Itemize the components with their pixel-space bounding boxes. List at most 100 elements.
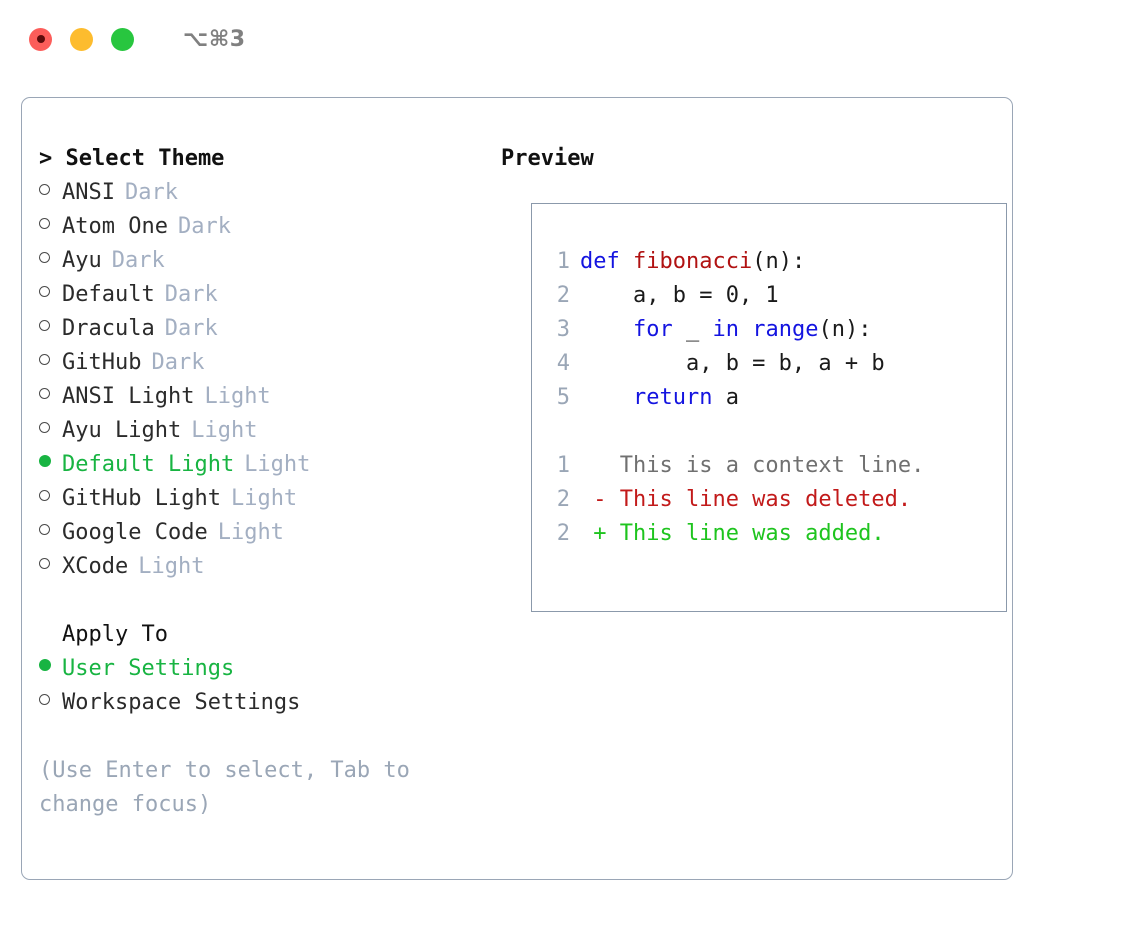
close-button[interactable] [29, 27, 52, 51]
line-number: 2 [556, 521, 570, 546]
theme-option-row[interactable]: Default Light Light [39, 448, 479, 482]
radio-unselected-icon [39, 516, 62, 550]
code-text: def fibonacci(n): [580, 245, 805, 279]
theme-option-label: Dracula [62, 316, 155, 341]
diff-line: 2 + This line was added. [544, 517, 994, 551]
code-token: return [632, 385, 713, 410]
radio-selected-icon [39, 652, 62, 686]
radio-unselected-icon [39, 278, 62, 312]
radio-unselected-icon [39, 482, 62, 516]
theme-option-label: Google Code [62, 520, 208, 545]
radio-ring [39, 490, 50, 501]
radio-unselected-icon [39, 210, 62, 244]
diff-text: - This line was deleted. [580, 487, 912, 512]
code-text: for _ in range(n): [580, 313, 871, 347]
radio-unselected-icon [39, 414, 62, 448]
line-number: 4 [556, 351, 570, 376]
theme-option-row[interactable]: Default Dark [39, 278, 479, 312]
code-token: a, b = 0, 1 [580, 283, 779, 308]
theme-option-label: GitHub Light [62, 486, 221, 511]
theme-option-row[interactable]: GitHub Light Light [39, 482, 479, 516]
theme-option-tag: Dark [124, 180, 178, 205]
radio-ring [39, 184, 50, 195]
radio-ring [39, 354, 50, 365]
theme-option-tag: Light [230, 486, 298, 511]
minimize-button[interactable] [70, 27, 93, 51]
radio-ring [39, 252, 50, 263]
theme-option-tag: Dark [164, 316, 218, 341]
list-spacer [39, 584, 479, 618]
theme-option-label: Default Light [62, 452, 235, 477]
diff-text: + This line was added. [580, 521, 885, 546]
code-token: for [632, 317, 673, 342]
apply-to-option-row[interactable]: User Settings [39, 652, 479, 686]
code-token: a, b = b, a + b [580, 351, 885, 376]
diff-line: 2 - This line was deleted. [544, 483, 994, 517]
keyboard-hint: (Use Enter to select, Tab to change focu… [39, 758, 424, 817]
theme-option-tag: Light [204, 384, 271, 409]
apply-to-option-label: Workspace Settings [62, 690, 301, 715]
theme-option-row[interactable]: Dracula Dark [39, 312, 479, 346]
preview-header: Preview [501, 146, 594, 171]
radio-selected-icon [39, 448, 62, 482]
radio-unselected-icon [39, 244, 62, 278]
code-token: def [580, 249, 633, 274]
apply-to-option-row[interactable]: Workspace Settings [39, 686, 479, 720]
code-line: 2 a, b = 0, 1 [544, 279, 994, 313]
radio-unselected-icon [39, 550, 62, 584]
diff-line: 1 This is a context line. [544, 449, 994, 483]
theme-option-tag: Dark [177, 214, 231, 239]
theme-option-row[interactable]: ANSI Dark [39, 176, 479, 210]
radio-unselected-icon [39, 686, 62, 720]
code-line: 3 for _ in range(n): [544, 313, 994, 347]
apply-to-option-label: User Settings [62, 656, 235, 681]
line-number: 2 [556, 283, 570, 308]
theme-option-label: Ayu Light [62, 418, 182, 443]
code-token [580, 317, 633, 342]
radio-unselected-icon [39, 346, 62, 380]
radio-ring [39, 218, 50, 229]
maximize-button[interactable] [111, 27, 134, 51]
radio-unselected-icon [39, 380, 62, 414]
theme-option-tag: Light [244, 452, 311, 477]
radio-ring [39, 286, 50, 297]
line-number: 2 [556, 487, 570, 512]
radio-ring [39, 524, 50, 535]
radio-dot [39, 455, 51, 467]
theme-option-tag: Dark [164, 282, 218, 307]
code-token: _ [672, 317, 713, 342]
code-diff-separator [544, 415, 994, 449]
window-controls [29, 27, 134, 51]
theme-option-label: Default [62, 282, 155, 307]
code-token: (n): [752, 249, 806, 274]
line-number: 3 [556, 317, 570, 342]
code-token: (n): [818, 317, 872, 342]
select-theme-header: > Select Theme [39, 146, 225, 171]
radio-ring [39, 320, 50, 331]
code-token: in range [712, 317, 819, 342]
code-token [580, 385, 633, 410]
theme-option-tag: Dark [111, 248, 165, 273]
theme-option-label: ANSI [62, 180, 115, 205]
radio-dot [39, 659, 51, 671]
code-line: 5 return a [544, 381, 994, 415]
theme-option-tag: Light [138, 554, 205, 579]
code-text: a, b = 0, 1 [580, 279, 779, 313]
